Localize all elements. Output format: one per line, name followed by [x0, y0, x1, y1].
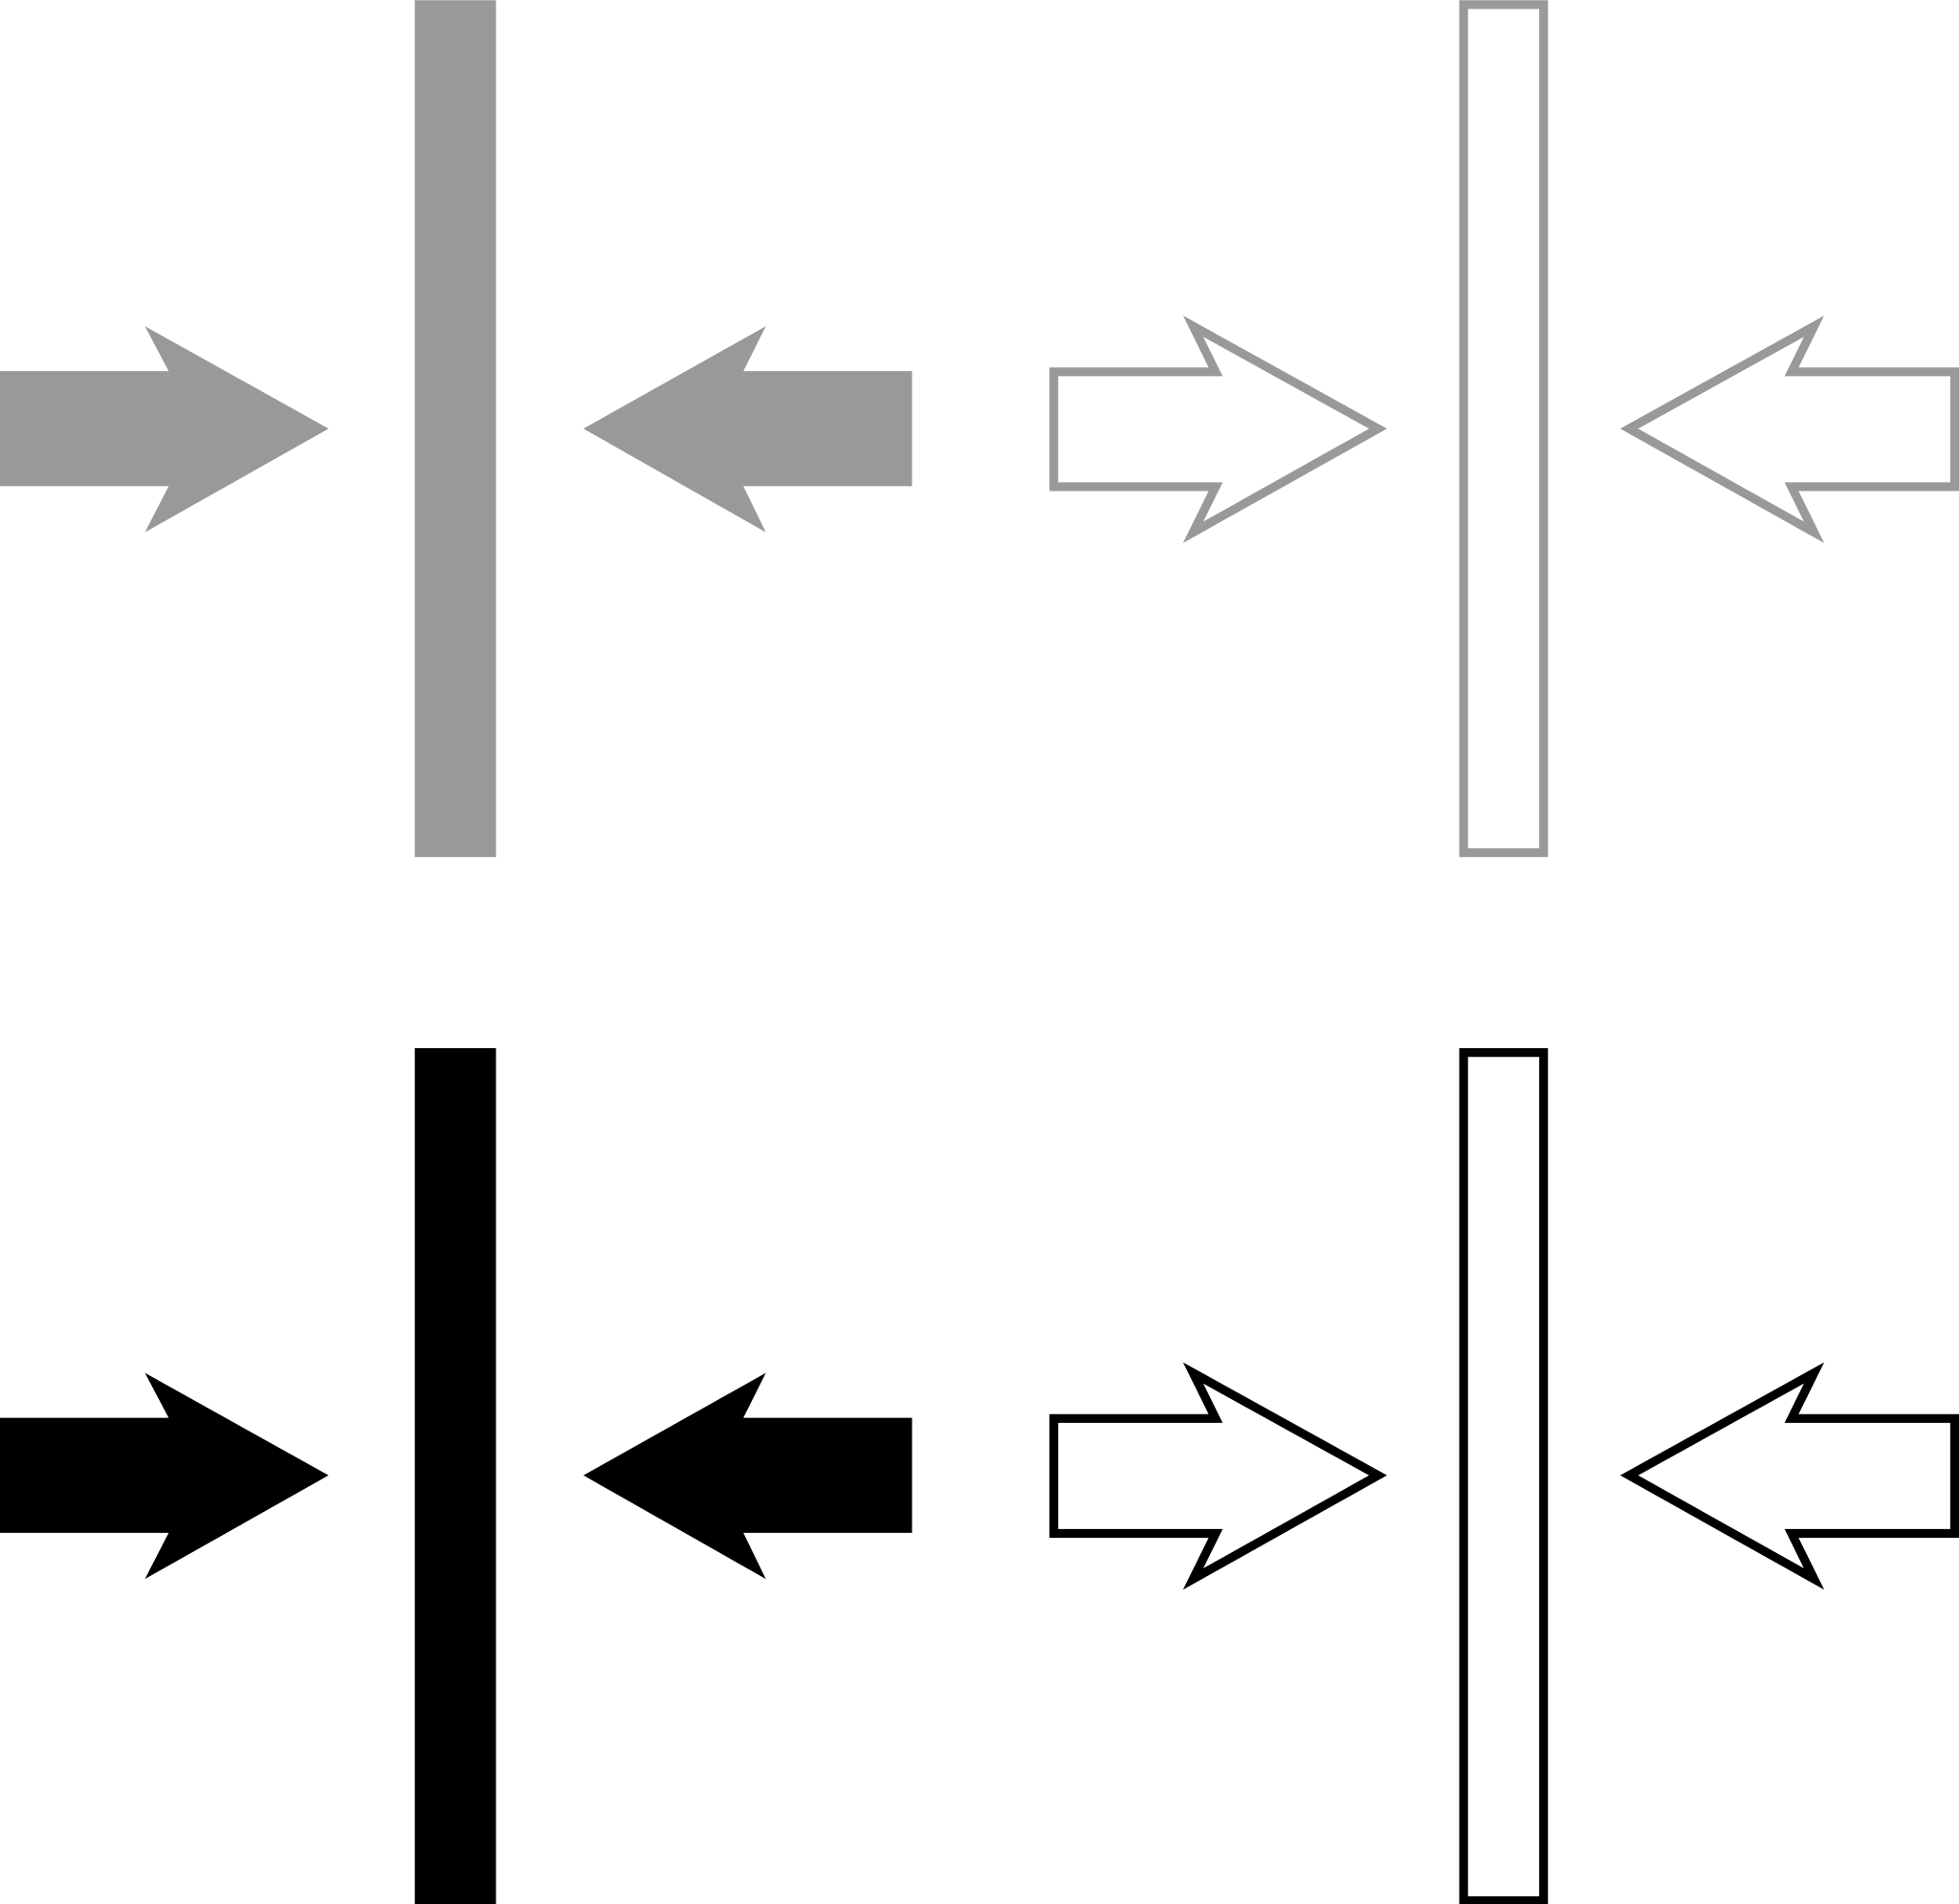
- left-arrow-outline-icon: [1619, 1362, 1959, 1590]
- right-arrow-icon: [0, 1372, 329, 1580]
- align-center-filled-black-icon: [0, 1048, 913, 1904]
- right-arrow-outline-icon: [1049, 316, 1388, 543]
- align-center-filled-gray-icon: [0, 0, 913, 858]
- left-arrow-icon: [583, 326, 913, 533]
- center-bar-outline-icon: [1459, 0, 1549, 858]
- left-arrow-icon: [583, 1372, 913, 1580]
- center-bar-icon: [414, 0, 496, 858]
- center-bar-outline-icon: [1459, 1048, 1549, 1904]
- center-bar-icon: [414, 1048, 496, 1904]
- align-center-outline-gray-icon: [1049, 0, 1959, 858]
- right-arrow-outline-icon: [1049, 1362, 1388, 1590]
- left-arrow-outline-icon: [1619, 316, 1959, 543]
- right-arrow-icon: [0, 326, 329, 533]
- align-center-outline-black-icon: [1049, 1048, 1959, 1904]
